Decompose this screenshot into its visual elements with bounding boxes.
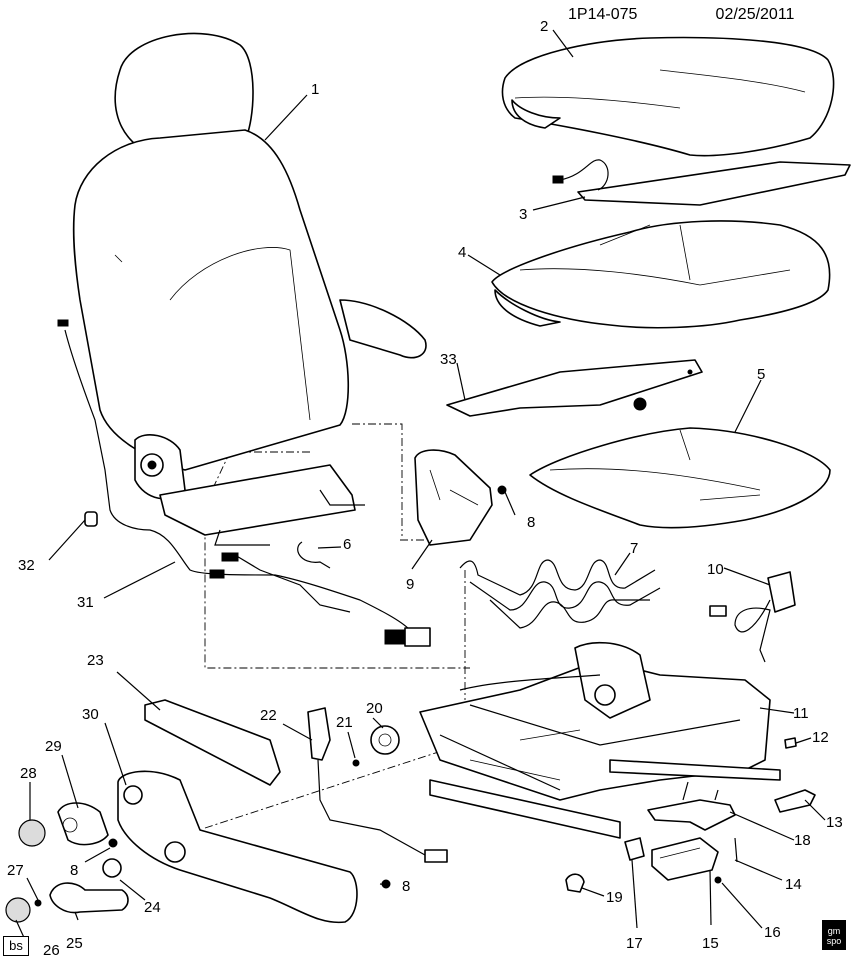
- callout-18: 18: [794, 832, 811, 849]
- callout-22: 22: [260, 707, 277, 724]
- callout-30: 30: [82, 706, 99, 723]
- seat-heater-pad: [552, 159, 851, 206]
- callout-numbers: 1 2 3 4 5 6 7 8 8 8 9 10 11 12 13 14 15 …: [7, 18, 843, 959]
- callout-8-side-panel: 8: [527, 514, 535, 531]
- callout-32: 32: [18, 557, 35, 574]
- seat-belt-buckle: [709, 571, 796, 663]
- callout-8-shield: 8: [70, 862, 78, 879]
- callout-2: 2: [540, 18, 548, 35]
- bolts: [108, 485, 797, 889]
- seat-springs: [459, 559, 661, 629]
- callout-24: 24: [144, 899, 161, 916]
- callout-29: 29: [45, 738, 62, 755]
- diagram-code: 1P14-075: [568, 6, 637, 23]
- recliner-handle: [5, 858, 129, 923]
- seat-cushion-cover: [501, 36, 835, 157]
- callout-23: 23: [87, 652, 104, 669]
- callout-13: 13: [826, 814, 843, 831]
- callout-8-lower: 8: [402, 878, 410, 895]
- callout-7: 7: [630, 540, 638, 557]
- callout-25: 25: [66, 935, 83, 952]
- callout-5: 5: [757, 366, 765, 383]
- callout-28: 28: [20, 765, 37, 782]
- trim-panel: [144, 699, 281, 786]
- alignment-lines: [204, 423, 470, 829]
- callout-16: 16: [764, 924, 781, 941]
- callout-10: 10: [707, 561, 724, 578]
- callout-31: 31: [77, 594, 94, 611]
- bs-badge: bs: [3, 936, 29, 956]
- callout-17: 17: [626, 935, 643, 952]
- wiring-harness: [57, 319, 431, 647]
- cushion-pan: [529, 427, 831, 529]
- callout-19: 19: [606, 889, 623, 906]
- callout-11: 11: [793, 705, 809, 722]
- callout-14: 14: [785, 876, 802, 893]
- side-shield: [117, 770, 358, 924]
- adjuster-cable: [307, 707, 448, 863]
- seat-frame: [419, 641, 781, 839]
- callout-9: 9: [406, 576, 414, 593]
- seat-back: [72, 32, 427, 546]
- logo-line-1: gm: [827, 926, 841, 936]
- callout-33: 33: [440, 351, 457, 368]
- recliner-motor: [370, 725, 400, 755]
- gm-spo-logo: gm spo: [822, 920, 846, 950]
- track-clips: [565, 837, 645, 893]
- grommet: [84, 511, 98, 527]
- callout-12: 12: [812, 729, 829, 746]
- leader-lines: [15, 29, 826, 943]
- adjuster-knobs: [18, 802, 109, 847]
- callout-6: 6: [343, 536, 351, 553]
- diagram-date: 02/25/2011: [716, 6, 795, 23]
- callout-15: 15: [702, 935, 719, 952]
- callout-27: 27: [7, 862, 24, 879]
- callout-20: 20: [366, 700, 383, 717]
- callout-21: 21: [336, 714, 353, 731]
- callout-1: 1: [311, 81, 319, 98]
- callout-3: 3: [519, 206, 527, 223]
- track-end-cover: [774, 789, 816, 813]
- callout-26: 26: [43, 942, 60, 959]
- frame-bracket: [647, 781, 736, 831]
- seat-cushion-pad: [491, 220, 831, 329]
- seat-side-panel: [414, 449, 493, 546]
- seat-control-module: [651, 837, 719, 881]
- logo-line-2: spo: [826, 936, 842, 946]
- cushion-bracket-plate: [446, 359, 703, 417]
- callout-4: 4: [458, 244, 466, 261]
